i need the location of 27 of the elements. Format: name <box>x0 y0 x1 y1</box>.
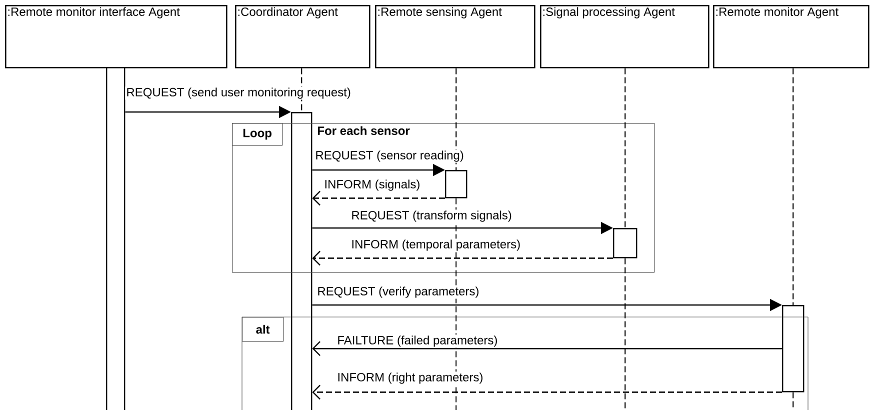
fragment-tab: alt <box>242 317 284 342</box>
message-arrow <box>312 384 782 400</box>
lifeline-head-box: :Remote monitor interface Agent <box>5 5 228 68</box>
message-arrow <box>312 250 613 266</box>
message-arrow <box>312 190 445 206</box>
edge-label: REQUEST (send user monitoring request) <box>125 86 352 100</box>
lifeline <box>456 68 457 170</box>
edge-label: REQUEST (sensor reading) <box>314 150 465 163</box>
activation-bar <box>445 170 468 198</box>
lifeline-head-box: :Coordinator Agent <box>235 5 370 68</box>
edge-label: REQUEST (transform signals) <box>350 210 513 223</box>
lifeline-head-box: :Remote monitor Agent <box>713 5 870 68</box>
activation-bar <box>291 112 312 410</box>
lifeline-head-box: :Signal processing Agent <box>540 5 710 68</box>
activation-bar <box>782 305 804 392</box>
message-arrow <box>312 341 782 356</box>
edge-label: INFORM (right parameters) <box>336 372 484 385</box>
edge-label: INFORM (temporal parameters) <box>350 238 522 252</box>
edge-label: REQUEST (verify parameters) <box>316 286 480 299</box>
lifeline <box>624 258 626 410</box>
edge-label: FAILTURE (failed parameters) <box>336 334 499 348</box>
lifeline <box>792 68 794 305</box>
lifeline <box>792 392 794 410</box>
lifeline-head-box: :Remote sensing Agent <box>375 5 536 68</box>
lifeline <box>624 68 626 228</box>
activation-bar <box>613 228 638 258</box>
edge-label: INFORM (signals) <box>323 178 422 192</box>
